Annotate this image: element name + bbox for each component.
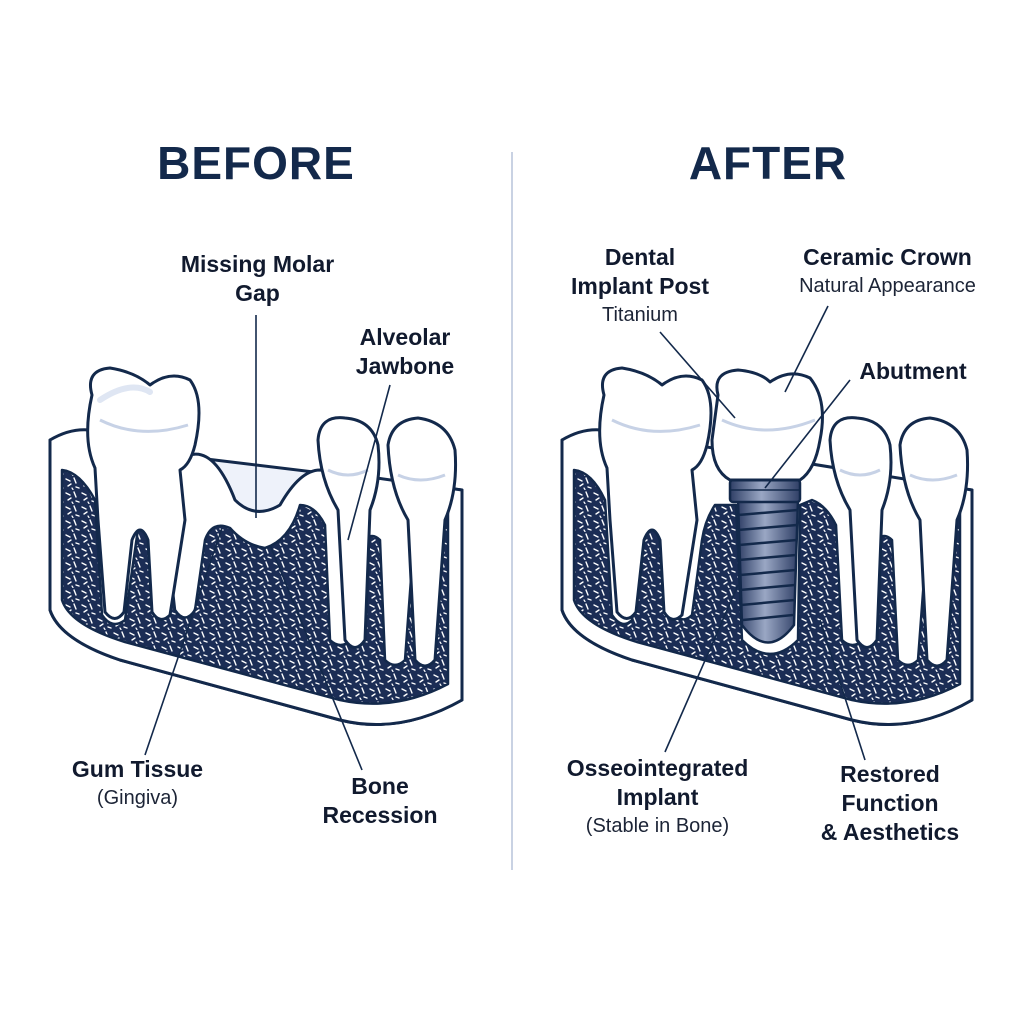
after-leader-lines <box>659 305 866 761</box>
label-dental-implant-post: Dental Implant Post Titanium <box>570 244 709 326</box>
ceramic-crown <box>710 368 824 482</box>
label-abutment: Abutment <box>859 358 967 384</box>
after-canine-tooth <box>898 416 970 668</box>
label-ceramic-crown: Ceramic Crown Natural Appearance <box>799 244 976 297</box>
label-gum-tissue: Gum Tissue (Gingiva) <box>71 756 204 809</box>
after-premolar-tooth <box>828 416 893 649</box>
label-bone-recession: Bone Recession <box>322 773 438 828</box>
before-premolar-tooth <box>316 416 381 649</box>
after-heading: AFTER <box>688 137 848 189</box>
before-heading: BEFORE <box>157 137 355 189</box>
label-restored-function: Restored Function & Aesthetics <box>820 761 960 845</box>
before-molar-tooth <box>86 366 201 621</box>
label-missing-molar-gap: Missing Molar Gap <box>180 251 335 306</box>
implant-post <box>736 498 800 644</box>
abutment <box>728 478 802 504</box>
label-alveolar-jawbone: Alveolar Jawbone <box>355 324 455 379</box>
before-leader-lines <box>144 315 391 771</box>
after-molar-tooth <box>598 366 713 621</box>
label-osseointegrated-implant: Osseointegrated Implant (Stable in Bone) <box>566 755 749 837</box>
before-canine-tooth <box>386 416 458 668</box>
